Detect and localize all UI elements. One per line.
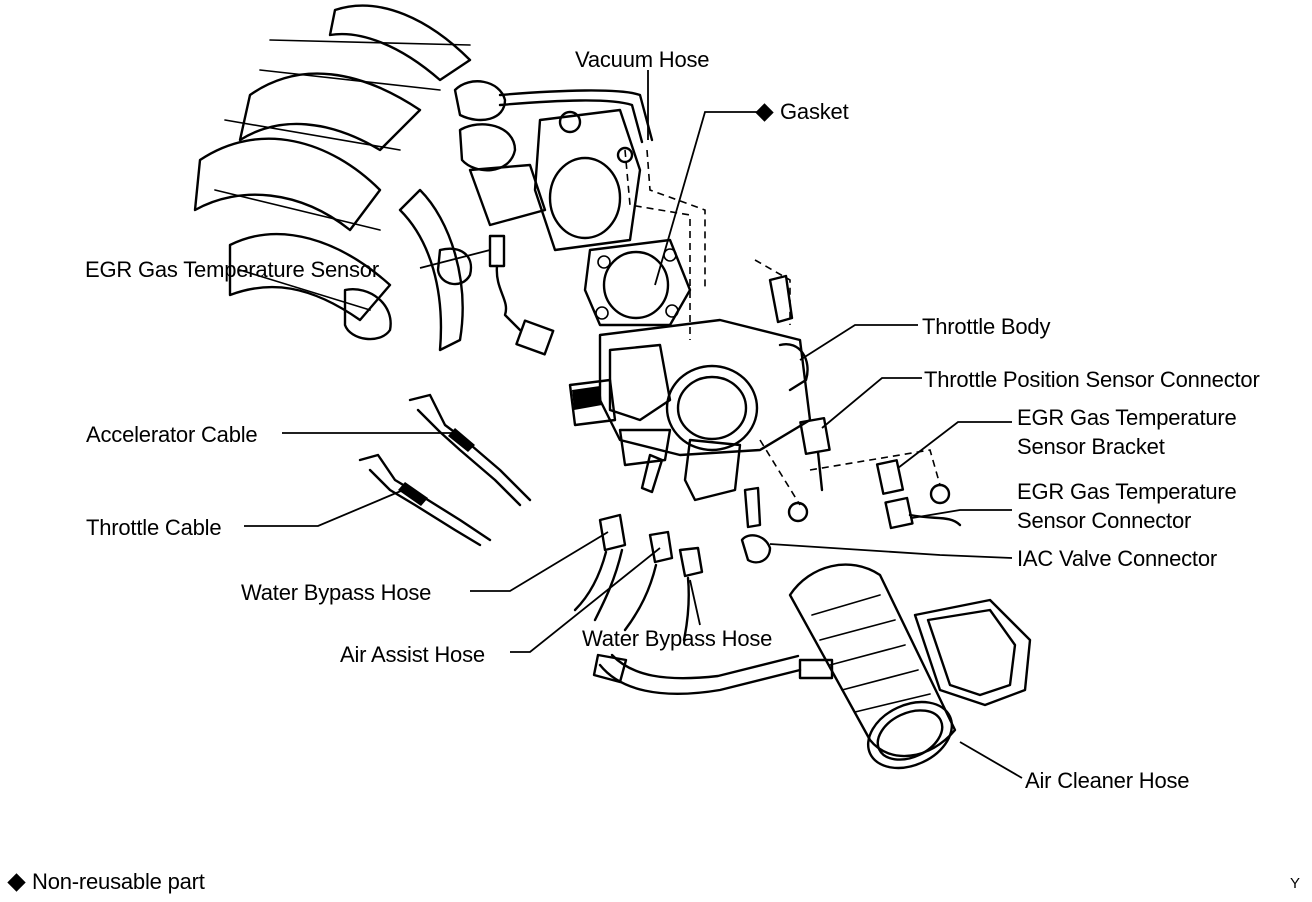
label-water-bypass-hose-left: Water Bypass Hose bbox=[241, 580, 432, 605]
label-egr-connector-line1: EGR Gas Temperature bbox=[1017, 479, 1237, 504]
label-throttle-cable: Throttle Cable bbox=[86, 515, 222, 540]
fasteners-drawing bbox=[743, 259, 951, 529]
label-egr-gas-temperature-sensor: EGR Gas Temperature Sensor bbox=[85, 257, 379, 282]
label-throttle-position-sensor-connector: Throttle Position Sensor Connector bbox=[924, 367, 1260, 392]
label-egr-connector-line2: Sensor Connector bbox=[1017, 508, 1192, 533]
label-air-cleaner-hose: Air Cleaner Hose bbox=[1025, 768, 1190, 793]
manifold-flange-drawing bbox=[533, 108, 642, 252]
label-gasket: Gasket bbox=[754, 98, 849, 126]
label-throttle-body: Throttle Body bbox=[922, 314, 1051, 339]
intake-manifold-drawing bbox=[193, 4, 547, 352]
cables-drawing bbox=[358, 393, 532, 547]
gasket-drawing bbox=[583, 238, 692, 327]
egr-sensor-drawing bbox=[488, 234, 555, 356]
tps-connector-drawing bbox=[799, 416, 831, 492]
label-vacuum-hose: Vacuum Hose bbox=[575, 47, 710, 72]
diamond-icon bbox=[7, 872, 26, 892]
egr-bracket-connector-drawing bbox=[875, 459, 962, 530]
label-iac-valve-connector: IAC Valve Connector bbox=[1017, 546, 1218, 571]
label-egr-bracket-line2: Sensor Bracket bbox=[1017, 434, 1165, 459]
label-gasket-text: Gasket bbox=[780, 99, 849, 124]
vacuum-hose-drawing bbox=[498, 89, 706, 340]
lower-water-bypass-hose-drawing bbox=[592, 653, 834, 696]
label-accelerator-cable: Accelerator Cable bbox=[86, 422, 258, 447]
legend-non-reusable-text: Non-reusable part bbox=[32, 869, 205, 894]
diamond-icon bbox=[755, 102, 774, 122]
label-egr-bracket-line1: EGR Gas Temperature bbox=[1017, 405, 1237, 430]
label-water-bypass-hose-lower: Water Bypass Hose bbox=[582, 626, 773, 651]
label-air-assist-hose: Air Assist Hose bbox=[340, 642, 485, 667]
legend-non-reusable: Non-reusable part bbox=[6, 868, 205, 896]
figure-code: Y bbox=[1290, 875, 1301, 892]
leader-lines bbox=[244, 70, 1023, 779]
air-cleaner-hose-drawing bbox=[788, 563, 1032, 770]
throttle-body-drawing bbox=[568, 318, 812, 502]
